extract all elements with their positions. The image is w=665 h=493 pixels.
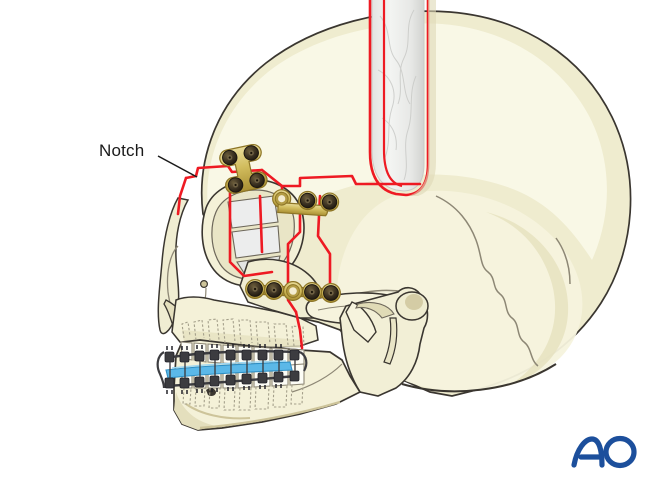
bone-screws bbox=[299, 192, 338, 210]
frontozygomatic-fixation-plate bbox=[272, 189, 340, 217]
maxillary-tooth-roots bbox=[181, 318, 305, 347]
le-fort-iii-osteotomy-line bbox=[176, 164, 422, 350]
notch-leader-line bbox=[157, 155, 198, 178]
ao-logo bbox=[571, 435, 637, 469]
mandibular-tooth-roots bbox=[182, 383, 304, 411]
calvarial-bone-graft-strip bbox=[368, 0, 436, 197]
zygomaticomaxillary-fixation-plate bbox=[245, 279, 341, 303]
styloid-process bbox=[383, 317, 398, 365]
skull-base-contour bbox=[401, 363, 557, 393]
mental-foramen bbox=[206, 388, 216, 396]
infraorbital-foramen bbox=[200, 280, 209, 289]
external-auditory-meatus bbox=[355, 301, 395, 319]
coronoid-process bbox=[345, 301, 377, 344]
notch-label: Notch bbox=[99, 141, 145, 160]
bone-screws bbox=[222, 145, 265, 193]
frontonasal-fixation-plate bbox=[219, 143, 268, 194]
interarch-splint-blue bbox=[165, 361, 293, 379]
interarch-ligatures bbox=[169, 360, 296, 378]
orthodontic-appliance bbox=[156, 344, 308, 394]
empty-screw-hole bbox=[274, 191, 289, 206]
empty-screw-hole bbox=[286, 284, 300, 298]
bone-screws bbox=[247, 281, 339, 301]
